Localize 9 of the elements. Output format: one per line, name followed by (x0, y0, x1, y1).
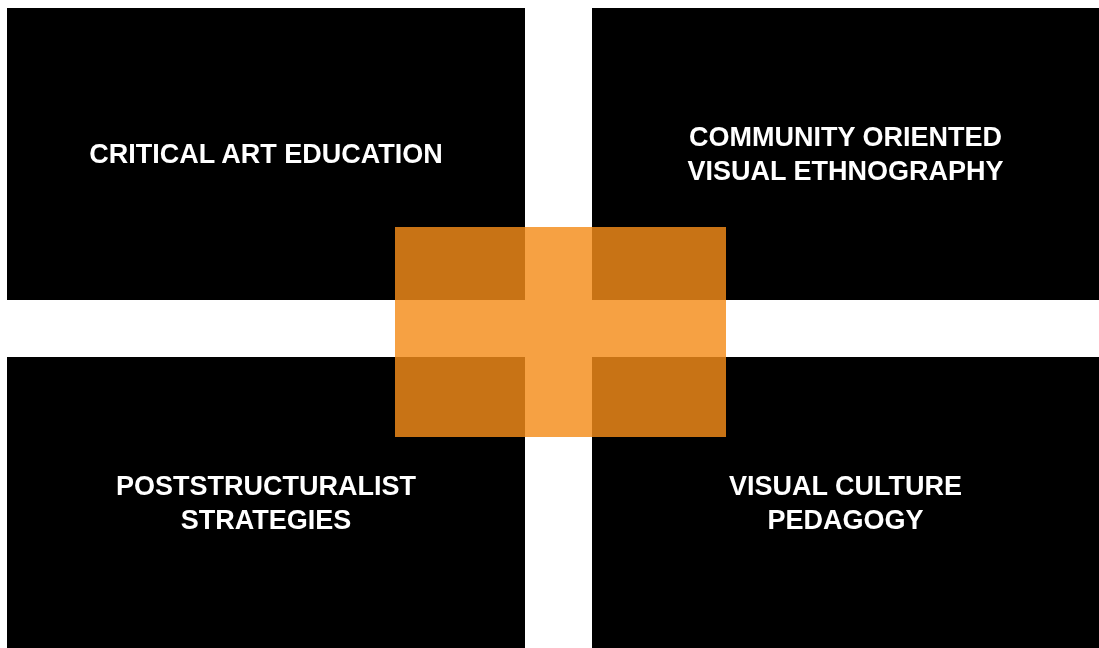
quadrant-panel (7, 357, 525, 648)
quadrant-panel (592, 8, 1099, 300)
quadrant-title: POSTSTRUCTURALIST STRATEGIES (115, 469, 417, 537)
quadrant-title: COMMUNITY ORIENTED VISUAL ETHNOGRAPHY (686, 121, 1005, 188)
quadrant-title: CRITICAL ART EDUCATION (89, 138, 443, 171)
quadrant-title: VISUAL CULTURE PEDAGOGY (728, 469, 963, 537)
quadrant-panel (7, 8, 525, 300)
quadrant-panel (592, 357, 1099, 648)
overlay-rectangle (395, 227, 726, 437)
